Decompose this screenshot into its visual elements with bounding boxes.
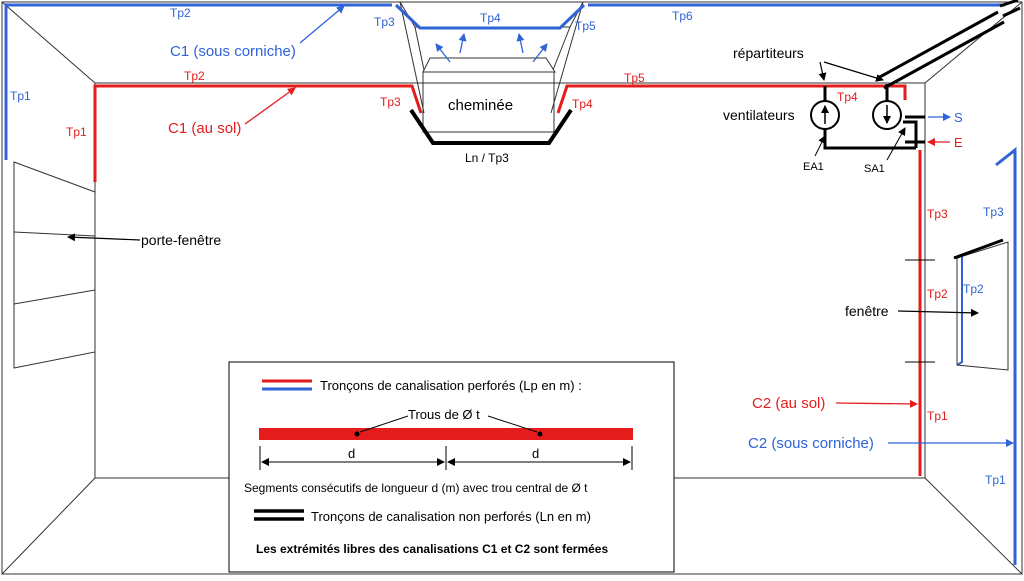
c2-cornice-label: C2 (sous corniche) xyxy=(748,435,874,452)
chimney-body xyxy=(422,71,555,133)
c1-cornice-label: C1 (sous corniche) xyxy=(170,43,296,60)
red-pipe-c1 xyxy=(93,84,423,182)
legend-holes-label: Trous de Ø t xyxy=(408,407,480,422)
blue-pipe-c2-window xyxy=(956,253,963,366)
distributors-arrow-2 xyxy=(823,61,884,82)
legend-perforated-text: Tronçons de canalisation perforés (Lp en… xyxy=(320,378,582,393)
segment-red-tp4-chimney: Tp4 xyxy=(572,97,593,111)
chimney-base-pipe xyxy=(409,108,573,145)
ducts-to-distributors xyxy=(877,0,1021,90)
french-window-arrow xyxy=(67,233,141,242)
blue-pipe-c2-right xyxy=(995,146,1017,565)
distributors-arrow-1 xyxy=(818,61,827,81)
airflow-arrows xyxy=(435,33,548,63)
fan-sa1 xyxy=(872,100,902,130)
legend-hole-2 xyxy=(537,431,543,437)
legend-box xyxy=(228,361,675,573)
segment-blue-tp1-left: Tp1 xyxy=(10,89,31,103)
fans-label: ventilateurs xyxy=(723,107,795,123)
window-top-pipe xyxy=(953,238,1004,260)
segment-blue-tp2-window: Tp2 xyxy=(963,282,984,296)
window-arrow xyxy=(897,308,979,317)
segment-red-tp1-right: Tp1 xyxy=(927,409,948,423)
legend-segments-text: Segments consécutifs de longueur d (m) a… xyxy=(244,481,588,495)
segment-red-tp5-top: Tp5 xyxy=(624,71,645,85)
legend: Tronçons de canalisation perforés (Lp en… xyxy=(228,361,675,573)
c2-floor-arrow xyxy=(835,399,918,408)
legend-d-right: d xyxy=(532,446,539,461)
sa1-label: SA1 xyxy=(864,163,885,175)
c1-floor-label: C1 (au sol) xyxy=(168,120,241,137)
red-pipe-c2-top xyxy=(556,84,907,114)
segment-red-tp1-left: Tp1 xyxy=(66,125,87,139)
distributors-label: répartiteurs xyxy=(733,45,804,61)
segment-blue-tp3-chimney: Tp3 xyxy=(374,15,395,29)
chimney-base-label: Ln / Tp3 xyxy=(465,151,509,165)
legend-non-perforated-text: Tronçons de canalisation non perforés (L… xyxy=(311,509,591,524)
segment-blue-tp6-top: Tp6 xyxy=(672,9,693,23)
window xyxy=(956,241,1009,371)
edge-top-left xyxy=(1,1,96,84)
segment-blue-tp5-chimney: Tp5 xyxy=(575,19,596,33)
french-window-label: porte-fenêtre xyxy=(141,232,221,248)
chimney xyxy=(399,1,584,133)
segment-red-tp3-chimney: Tp3 xyxy=(380,95,401,109)
fans-assembly xyxy=(810,84,925,150)
legend-closed-ends-text: Les extrémités libres des canalisations … xyxy=(256,542,608,556)
inlet-label: E xyxy=(954,135,963,150)
window-label: fenêtre xyxy=(845,303,889,319)
segment-blue-tp1-right: Tp1 xyxy=(985,473,1006,487)
legend-hole-1 xyxy=(354,431,360,437)
ea1-label: EA1 xyxy=(803,161,824,173)
segment-red-tp3-right: Tp3 xyxy=(927,207,948,221)
segment-red-tp2-top: Tp2 xyxy=(184,69,205,83)
segment-blue-tp3-right: Tp3 xyxy=(983,205,1004,219)
segment-blue-tp2-top: Tp2 xyxy=(170,6,191,20)
legend-hole-pointer-2 xyxy=(487,415,538,433)
french-window xyxy=(13,161,96,369)
c2-floor-label: C2 (au sol) xyxy=(752,395,825,412)
outlet-label: S xyxy=(954,110,963,125)
segment-red-tp4-right: Tp4 xyxy=(837,90,858,104)
sa1-arrow xyxy=(886,127,906,161)
ea1-arrow xyxy=(814,135,826,157)
edge-bottom-right xyxy=(924,477,1023,575)
blue-pipe-c1-left xyxy=(4,3,392,160)
legend-hole-pointer-1 xyxy=(359,415,409,433)
chimney-lip xyxy=(422,57,556,73)
edge-bottom-left xyxy=(1,477,96,575)
blue-pipe-c1-chimney xyxy=(394,3,586,30)
legend-perforated-pipe xyxy=(259,428,633,440)
legend-d-left: d xyxy=(348,446,355,461)
segment-blue-tp4-chimney: Tp4 xyxy=(480,11,501,25)
c1-floor-arrow xyxy=(244,87,296,125)
chimney-label: cheminée xyxy=(448,97,513,114)
segment-red-tp2-right: Tp2 xyxy=(927,287,948,301)
c1-cornice-arrow xyxy=(299,5,345,44)
